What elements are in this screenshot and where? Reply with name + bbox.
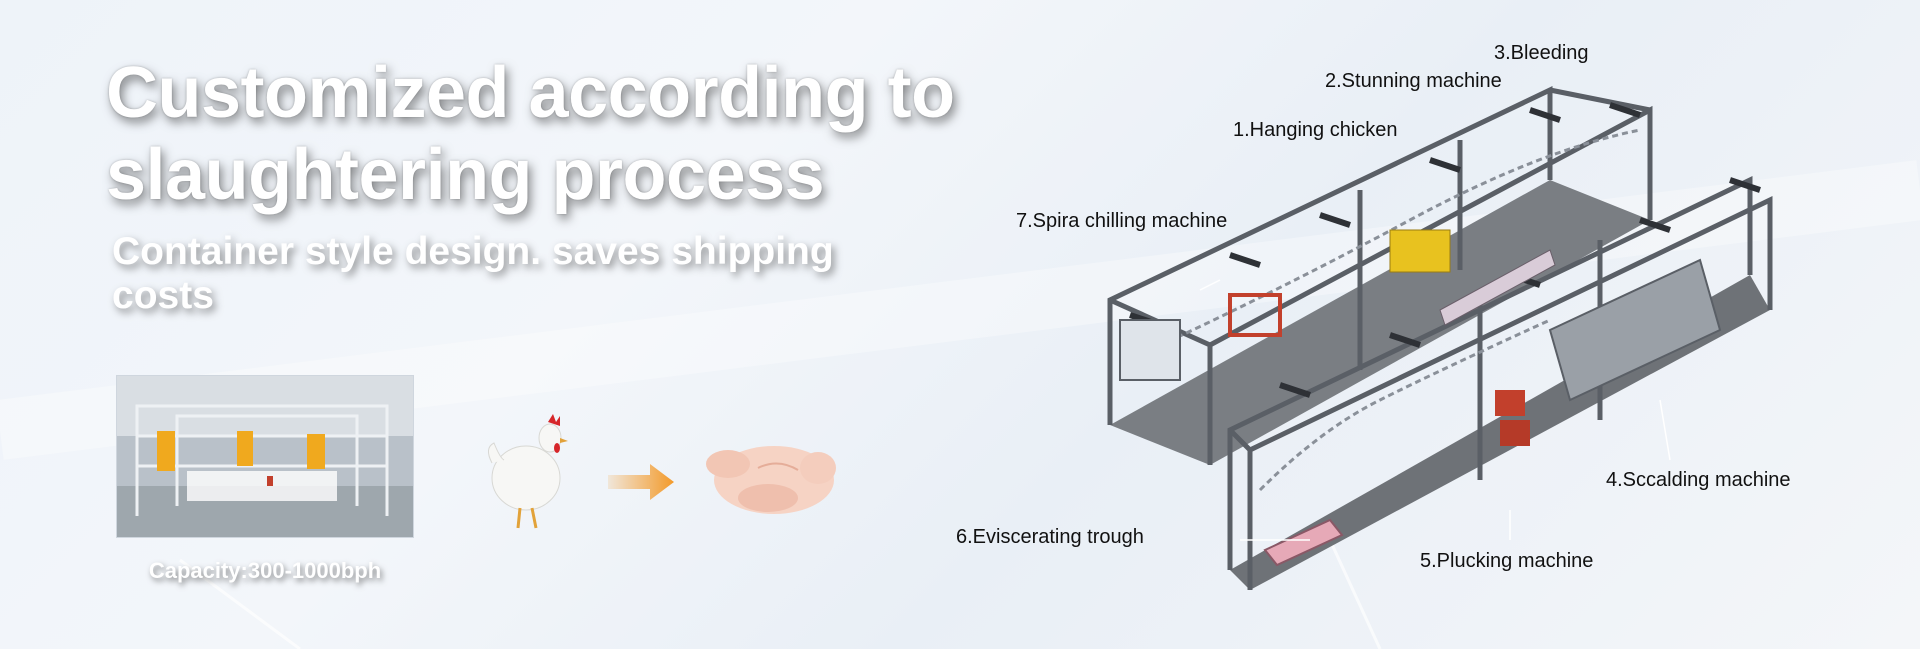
label-hanging-chicken: 1.Hanging chicken [1233, 119, 1398, 141]
headline: Customized according to slaughtering pro… [106, 52, 1026, 216]
capacity-label: Capacity:300-1000bph [148, 558, 382, 583]
subheadline: Container style design. saves shipping c… [112, 230, 834, 317]
headline-line-2: slaughtering process [106, 135, 825, 215]
label-bleeding: 3.Bleeding [1494, 42, 1589, 64]
slaughter-line-diagram [1107, 86, 1773, 590]
process-arrow-icon [608, 464, 674, 500]
label-stunning-machine: 2.Stunning machine [1325, 70, 1502, 92]
headline-line-1: Customized according to [106, 53, 955, 133]
processed-chicken-image [706, 446, 836, 514]
label-scalding-machine: 4.Sccalding machine [1606, 469, 1791, 491]
label-plucking-machine: 5.Plucking machine [1420, 550, 1594, 572]
label-eviscerating-trough: 6.Eviscerating trough [956, 526, 1144, 548]
product-photo [116, 375, 414, 538]
label-chilling-machine: 7.Spira chilling machine [1016, 210, 1228, 232]
live-chicken-image [488, 414, 568, 529]
